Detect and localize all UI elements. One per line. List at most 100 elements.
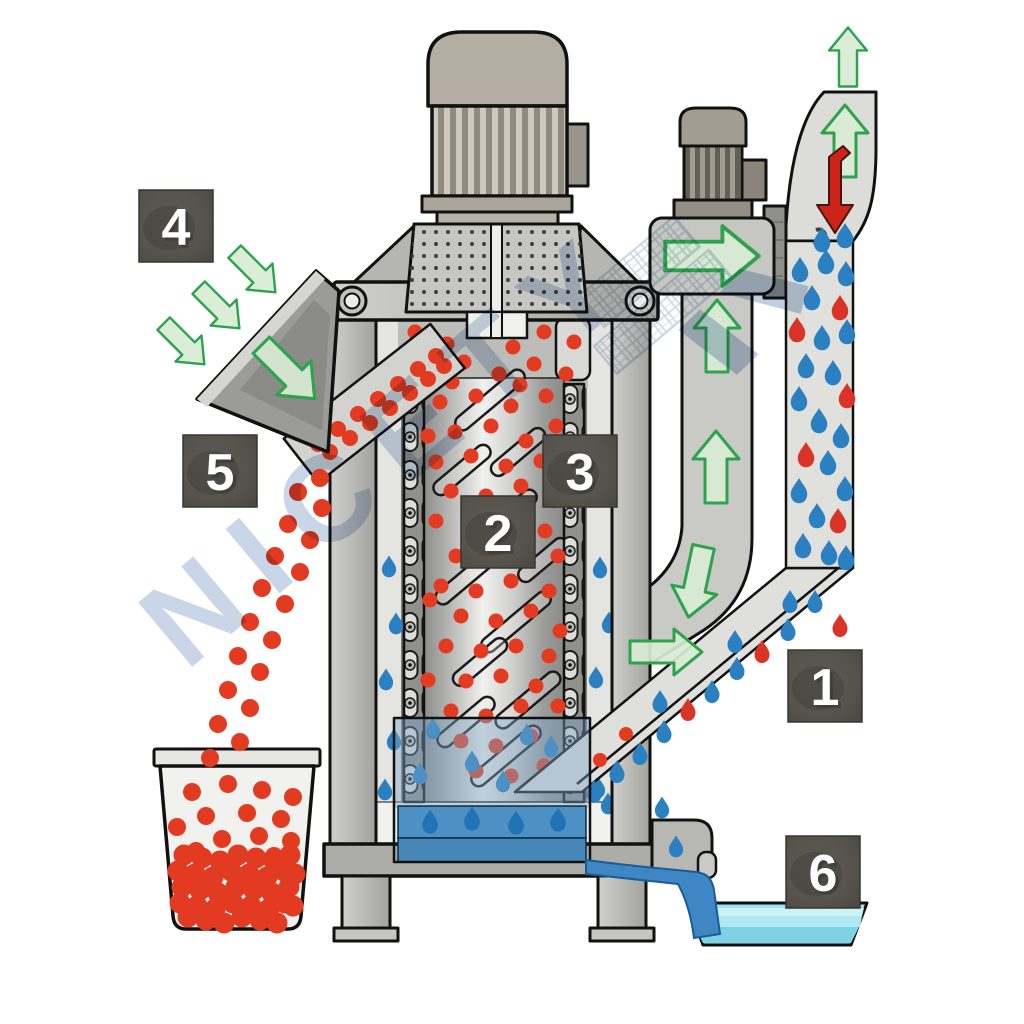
pellet [219, 681, 237, 699]
pellet [197, 807, 215, 825]
pellet [488, 613, 504, 629]
pellet [473, 643, 489, 659]
water-return-arrow [816, 145, 854, 234]
callout-5-shadow: 5 [209, 447, 238, 505]
pellet [493, 668, 509, 684]
pellet [410, 361, 426, 377]
pellet [541, 583, 557, 599]
pellet [548, 418, 564, 434]
feed-side [149, 237, 467, 767]
callout-6-shadow: 6 [812, 848, 841, 906]
pellet [390, 376, 406, 392]
pellet [256, 866, 278, 888]
leg-left [340, 874, 392, 932]
callout-4-shadow: 4 [165, 202, 194, 260]
pellet [202, 866, 224, 888]
pellet [541, 648, 557, 664]
drain-water-stream [585, 858, 722, 940]
pellet [272, 810, 290, 828]
callout-5: 5 5 [182, 434, 258, 508]
pellet [227, 844, 249, 866]
feed-arrow-1 [149, 309, 219, 379]
motor-fins [430, 104, 569, 198]
pellet [558, 366, 574, 382]
pellet [422, 592, 438, 608]
pellet [291, 563, 309, 581]
pellet [173, 844, 195, 866]
wet-inlet-channel [513, 559, 855, 803]
pellet [241, 699, 259, 717]
callout-1-number: 1 [811, 659, 840, 717]
exhaust-out-arrow [827, 26, 869, 88]
pellet [453, 608, 469, 624]
watermark-logo [577, 214, 809, 376]
pellet [468, 388, 484, 404]
falling-pellet-stream [201, 469, 331, 767]
pellet [253, 781, 271, 799]
pellet [538, 388, 554, 404]
pellet [279, 844, 301, 866]
pellet [195, 909, 217, 931]
pellet [220, 860, 242, 882]
main-motor [420, 30, 590, 226]
motor-flange-2 [435, 210, 560, 226]
pellet [263, 631, 281, 649]
pellet [171, 876, 193, 898]
logo-leg-1 [678, 309, 759, 375]
pellet [448, 548, 464, 564]
callout-4-shade [143, 206, 195, 250]
pellet [207, 882, 229, 904]
pellet [523, 603, 539, 619]
pellet [447, 424, 463, 440]
pellet [370, 391, 386, 407]
pellet [201, 749, 219, 767]
callout-6-shade [790, 852, 842, 896]
pellet [488, 738, 504, 754]
feed-arrow-2 [184, 273, 254, 343]
shaft-slot [490, 311, 503, 339]
callout-3-shade [547, 451, 599, 495]
callout-6-number: 6 [809, 845, 838, 903]
callout-4: 4 4 [138, 189, 214, 263]
inlet-channel-drops [586, 590, 848, 803]
callout-1-shade [792, 666, 844, 710]
callout-2-shadow: 2 [487, 508, 516, 566]
pellet [420, 428, 436, 444]
pellet [301, 531, 319, 549]
water-zone-outline [392, 716, 592, 864]
pellet [191, 847, 213, 869]
chute-pellets [310, 348, 452, 460]
pellet [231, 906, 253, 928]
pellet [250, 827, 268, 845]
pellet [279, 515, 297, 533]
tray-stripe-1 [690, 908, 864, 916]
pellet [463, 448, 479, 464]
pellet [503, 573, 519, 589]
pellet [253, 579, 271, 597]
pellet [433, 578, 449, 594]
pellet [238, 863, 260, 885]
water-collection-zone [392, 716, 592, 864]
foot-left [332, 926, 400, 943]
rotor-paddle [436, 695, 496, 749]
pellet [362, 415, 378, 431]
pellet [619, 727, 633, 741]
pellet [266, 547, 284, 565]
pellet [284, 788, 302, 806]
pellet [443, 483, 459, 499]
pellet [313, 499, 331, 517]
pellet [428, 454, 444, 470]
pellet [183, 783, 201, 801]
callouts: 1 1 2 2 3 3 4 4 5 5 [138, 189, 863, 909]
pellet [238, 804, 256, 822]
pellet [249, 909, 271, 931]
pellet [420, 672, 436, 688]
pellet [289, 483, 307, 501]
pellet [219, 775, 237, 793]
pellet [513, 478, 529, 494]
pellet [266, 912, 288, 934]
pellet [518, 433, 534, 449]
callout-3: 3 3 [542, 434, 618, 508]
callout-1-shadow: 1 [814, 662, 843, 720]
pellet [483, 418, 499, 434]
